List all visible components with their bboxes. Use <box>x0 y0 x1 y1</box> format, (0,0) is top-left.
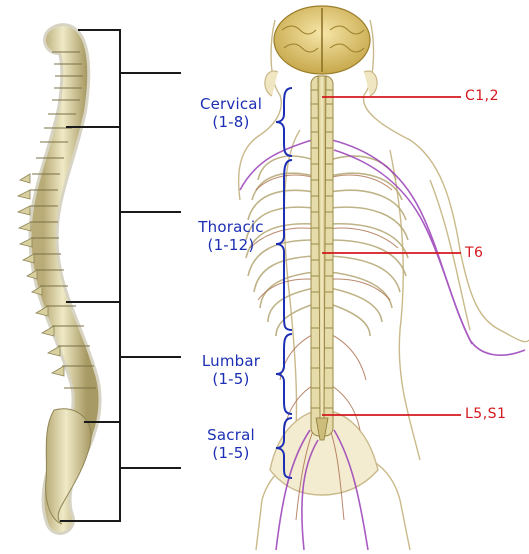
region-name: Thoracic <box>186 218 276 236</box>
region-name: Lumbar <box>186 352 276 370</box>
lateral-spine-column <box>18 38 96 524</box>
region-label-cervical: Cervical (1-8) <box>186 95 276 131</box>
region-name: Sacral <box>186 426 276 444</box>
region-label-sacral: Sacral (1-5) <box>186 426 276 462</box>
region-name: Cervical <box>186 95 276 113</box>
region-range: (1-12) <box>186 236 276 254</box>
region-label-lumbar: Lumbar (1-5) <box>186 352 276 388</box>
region-braces <box>276 88 292 478</box>
brain <box>274 6 370 74</box>
region-range: (1-8) <box>186 113 276 131</box>
region-range: (1-5) <box>186 370 276 388</box>
level-label-c1-2: C1,2 <box>465 88 499 104</box>
region-label-thoracic: Thoracic (1-12) <box>186 218 276 254</box>
region-range: (1-5) <box>186 444 276 462</box>
level-label-t6: T6 <box>465 245 483 261</box>
level-label-l5-s1: L5,S1 <box>465 406 506 422</box>
